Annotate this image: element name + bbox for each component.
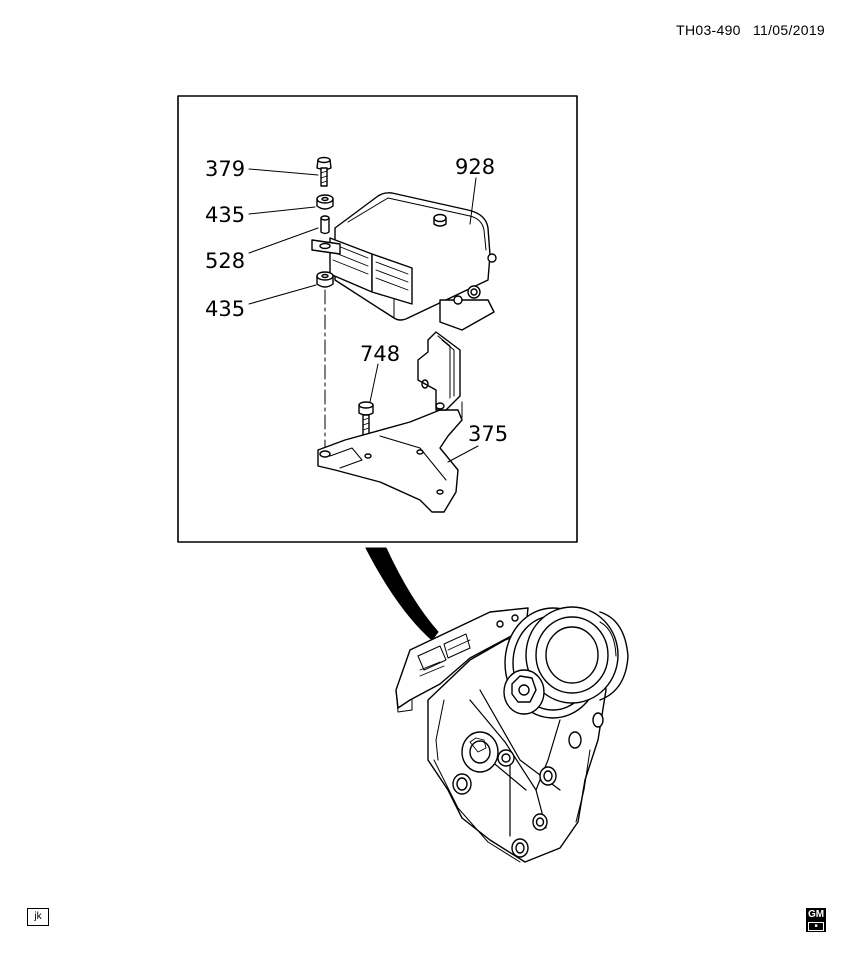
callout-leaders — [248, 168, 479, 463]
callout-435-upper: 435 — [205, 203, 245, 227]
callout-928: 928 — [455, 155, 495, 179]
callout-379: 379 — [205, 157, 245, 181]
location-view-assembly — [395, 606, 629, 863]
control-module — [329, 192, 497, 331]
callout-528: 528 — [205, 249, 245, 273]
illustrator-initials-badge: jk — [27, 908, 49, 926]
bolt-379 — [316, 156, 332, 187]
diagram-date: 11/05/2019 — [752, 22, 825, 38]
diagram-code: TH03-490 — [676, 22, 741, 38]
gm-logo: GM ■ — [806, 908, 826, 932]
spacer-528 — [320, 215, 330, 235]
gm-logo-mark: ■ — [808, 922, 824, 931]
bushing-435-lower — [316, 271, 334, 288]
callout-435-lower: 435 — [205, 297, 245, 321]
mounting-bracket — [317, 331, 463, 513]
callout-748: 748 — [360, 342, 400, 366]
gm-logo-text: GM — [807, 909, 825, 920]
locator-pointer — [365, 547, 439, 641]
callout-375: 375 — [468, 422, 508, 446]
bushing-435-upper — [316, 194, 334, 210]
diagram-header: TH03-490 11/05/2019 — [676, 22, 825, 38]
detail-frame — [177, 95, 578, 543]
module-bracket-ear — [311, 239, 341, 255]
